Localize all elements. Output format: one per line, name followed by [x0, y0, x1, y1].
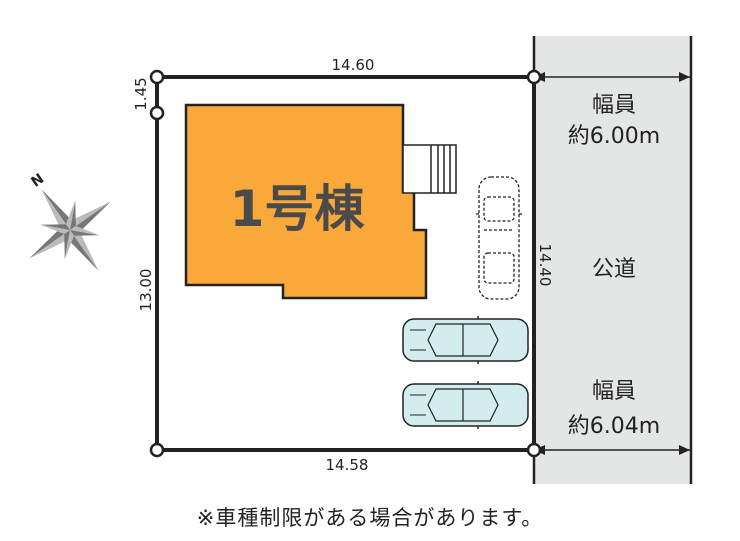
- boundary-marker-left-offset: [149, 105, 165, 121]
- boundary-marker-top-right: [526, 69, 542, 85]
- dimension-top-width: 14.60: [332, 56, 375, 74]
- dimension-left-height: 13.00: [137, 269, 155, 312]
- road-width-top-value: 約6.00m: [568, 124, 660, 149]
- parking-space-vertical: [476, 176, 522, 300]
- vehicle-restriction-note: ※車種制限がある場合があります。: [196, 506, 544, 530]
- building-label: 1号棟: [230, 180, 366, 238]
- boundary-marker-bottom-right: [526, 442, 542, 458]
- road-width-top-label: 幅員: [592, 93, 636, 118]
- dimension-top-left-offset: 1.45: [132, 77, 150, 110]
- boundary-marker-bottom-left: [149, 442, 165, 458]
- parked-car-1: [402, 316, 529, 364]
- dimension-right-frontage: 14.40: [536, 244, 554, 287]
- dimension-bottom-width: 14.58: [326, 456, 369, 474]
- public-road: [534, 36, 692, 484]
- boundary-marker-top-left: [149, 69, 165, 85]
- road-width-bottom-label: 幅員: [592, 379, 636, 404]
- road-name: 公道: [592, 257, 636, 282]
- compass-rose-icon: [29, 189, 111, 271]
- compass-north-label: N: [28, 171, 47, 191]
- entrance-steps: [402, 144, 457, 194]
- road-width-bottom-value: 約6.04m: [568, 414, 660, 439]
- parked-car-2: [402, 381, 529, 429]
